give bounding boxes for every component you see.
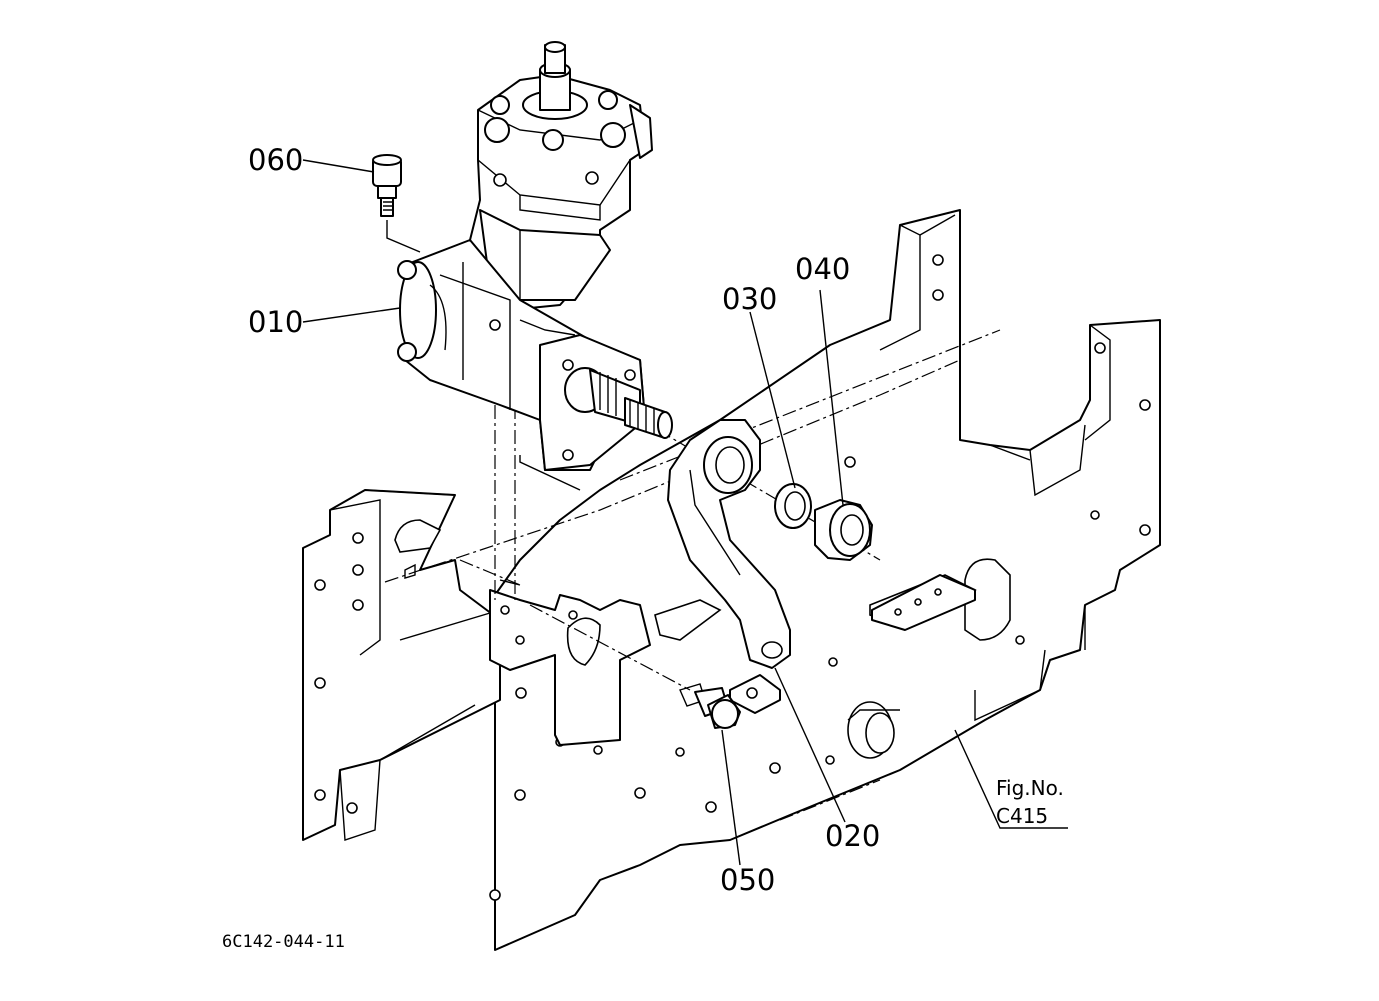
callout-020: 020 <box>825 819 881 853</box>
steering-gearbox <box>397 41 673 471</box>
callout-050: 050 <box>720 863 776 897</box>
left-frame-plate <box>302 489 501 841</box>
bolt-060 <box>372 154 402 217</box>
lock-washer-030 <box>774 483 812 529</box>
figure-reference-label: Fig.No. <box>996 776 1064 800</box>
leader-lines <box>302 159 1068 866</box>
figure-reference-number: C415 <box>996 804 1049 828</box>
drawing-code: 6C142-044-11 <box>222 932 345 952</box>
tab-plate <box>729 574 976 714</box>
bolt-050 <box>679 683 741 729</box>
callout-030: 030 <box>722 282 778 316</box>
nut-040 <box>814 499 873 561</box>
pitman-arm-020 <box>667 419 791 669</box>
callout-040: 040 <box>795 252 851 286</box>
callout-010: 010 <box>248 305 304 339</box>
callout-060: 060 <box>248 143 304 177</box>
